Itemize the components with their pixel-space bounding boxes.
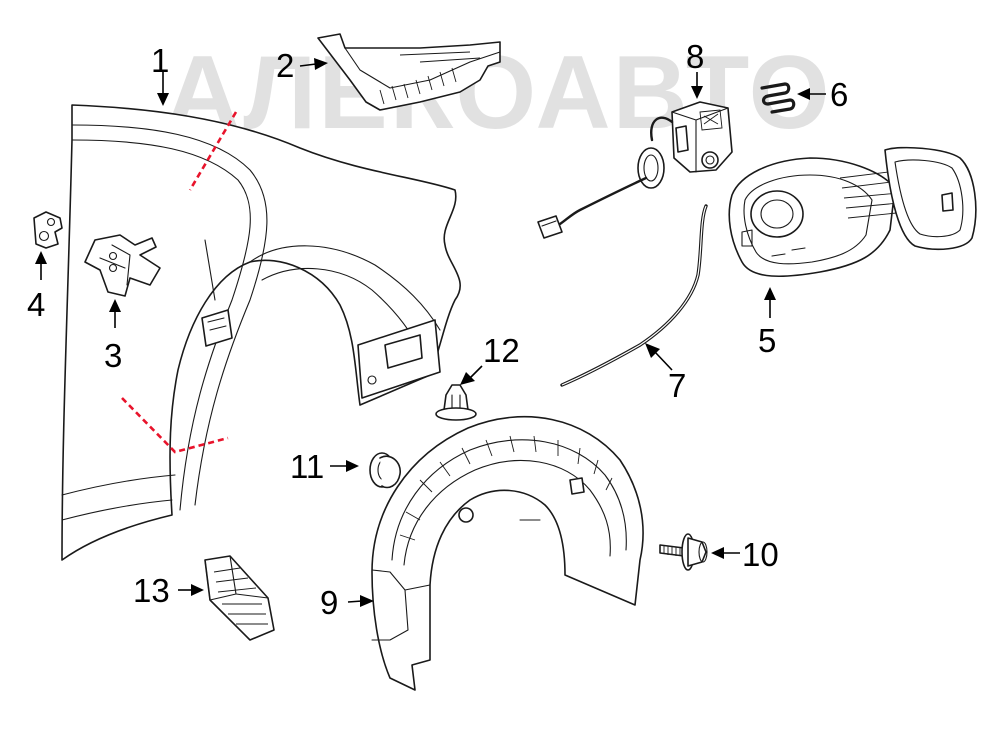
callout-6: 6 bbox=[830, 76, 848, 113]
part-10-bolt bbox=[659, 533, 708, 571]
part-6-spring bbox=[760, 82, 796, 114]
callout-11: 11 bbox=[290, 448, 324, 485]
part-2-bracket bbox=[317, 33, 501, 111]
part-7-tube bbox=[560, 204, 708, 387]
callout-3: 3 bbox=[104, 337, 122, 374]
part-13-pad bbox=[204, 555, 275, 641]
cut-line-lower bbox=[121, 397, 229, 454]
callout-5: 5 bbox=[758, 322, 776, 359]
callout-4: 4 bbox=[27, 286, 45, 323]
callouts: 1 2 3 4 5 6 7 8 9 10 11 12 13 bbox=[27, 38, 848, 621]
callout-10: 10 bbox=[742, 536, 779, 573]
callout-2: 2 bbox=[276, 47, 294, 84]
callout-13: 13 bbox=[133, 572, 170, 609]
part-1-quarter-panel bbox=[61, 104, 461, 561]
leaders bbox=[35, 58, 826, 607]
part-8-actuator bbox=[537, 101, 733, 239]
callout-8: 8 bbox=[686, 38, 704, 75]
part-11-grommet bbox=[369, 452, 401, 489]
part-9-wheelhouse-liner bbox=[371, 416, 644, 691]
callout-1: 1 bbox=[151, 42, 169, 79]
cut-line-upper bbox=[188, 111, 238, 191]
part-4-clip bbox=[33, 211, 63, 249]
part-3-bracket bbox=[84, 234, 161, 297]
callout-9: 9 bbox=[320, 584, 338, 621]
cut-lines bbox=[121, 111, 238, 454]
callout-12: 12 bbox=[483, 332, 520, 369]
part-12-push-clip bbox=[435, 384, 477, 421]
callout-7: 7 bbox=[668, 367, 686, 404]
part-5-fuel-door bbox=[728, 146, 977, 278]
